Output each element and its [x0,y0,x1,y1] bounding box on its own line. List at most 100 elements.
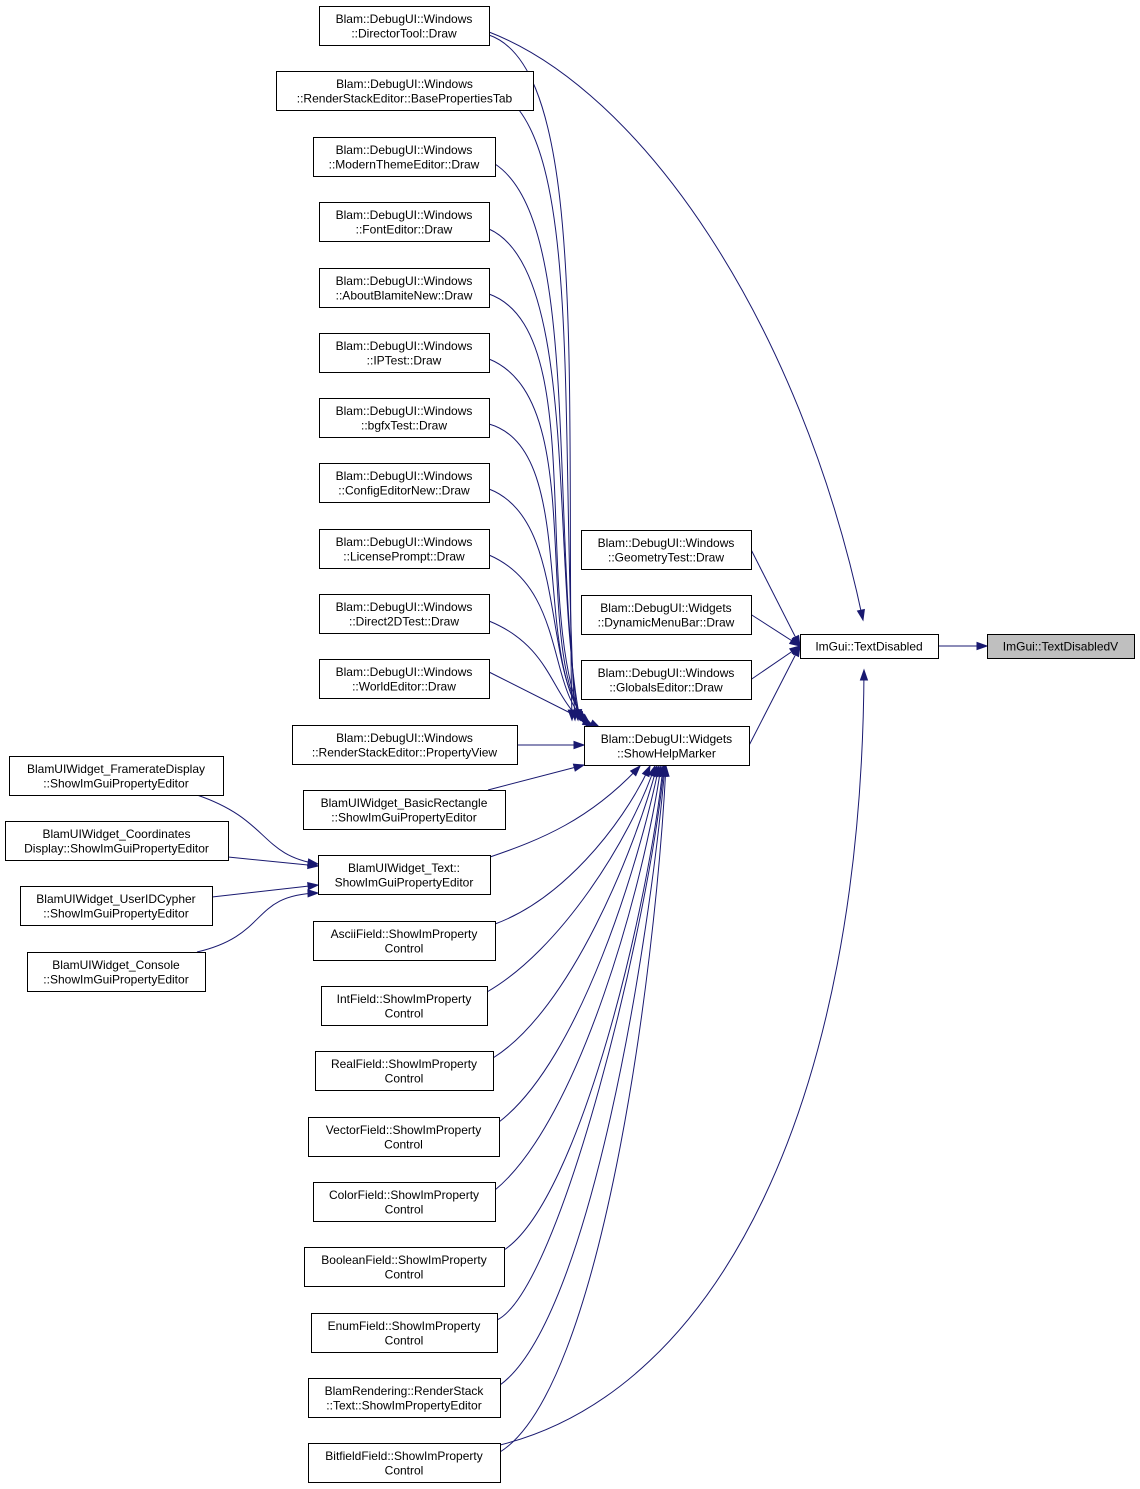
edge-line [488,293,584,723]
node-configeditornew[interactable]: Blam::DebugUI::Windows::ConfigEditorNew:… [319,463,490,503]
node-direct2dtest[interactable]: Blam::DebugUI::Windows::Direct2DTest::Dr… [319,594,490,634]
edge-asciifield-to-showhelpmarker [494,764,651,925]
node-label: ::ModernThemeEditor::Draw [329,157,480,171]
node-label: BitfieldField::ShowImProperty [325,1449,482,1463]
node-label: ::FontEditor::Draw [356,222,453,236]
node-label: Control [385,1202,424,1216]
node-box [315,1051,494,1091]
arrowhead-icon [629,764,642,777]
edge-line [494,765,662,1191]
node-basepropertiestab[interactable]: Blam::DebugUI::Windows::RenderStackEdito… [276,71,534,111]
edge-widgettext-to-showhelpmarker [489,764,642,858]
node-box [27,952,206,992]
node-aboutblamitenew[interactable]: Blam::DebugUI::Windows::AboutBlamiteNew:… [319,268,490,308]
node-label: Blam::DebugUI::Windows [336,208,473,222]
node-dynamicmenubar[interactable]: Blam::DebugUI::Widgets::DynamicMenuBar::… [581,595,752,635]
node-label: Blam::DebugUI::Windows [336,274,473,288]
edge-line [492,765,658,1059]
node-label: ::IPTest::Draw [367,353,442,367]
edge-line [498,765,660,1123]
node-box [318,855,491,895]
edge-dynamicmenubar-to-textdisabled [750,614,802,647]
node-label: BooleanField::ShowImProperty [321,1253,486,1267]
node-label: ImGui::TextDisabledV [1003,640,1118,654]
node-textdisabledv[interactable]: ImGui::TextDisabledV [987,634,1135,659]
edge-line [488,31,864,621]
node-box [311,1313,498,1353]
node-label: Blam::DebugUI::Widgets [601,732,732,746]
node-globalseditor[interactable]: Blam::DebugUI::Windows::GlobalsEditor::D… [581,660,752,700]
edge-globalseditor-to-textdisabled [750,645,802,680]
node-showhelpmarker[interactable]: Blam::DebugUI::Widgets::ShowHelpMarker [584,726,750,766]
node-box [319,333,490,373]
node-iptest[interactable]: Blam::DebugUI::Windows::IPTest::Draw [319,333,490,373]
node-renderstacktext[interactable]: BlamRendering::RenderStack::Text::ShowIm… [308,1378,501,1418]
edge-line [488,228,581,721]
node-label: Control [384,1137,423,1151]
node-useridcypher[interactable]: BlamUIWidget_UserIDCypher::ShowImGuiProp… [20,886,213,926]
edge-line [488,554,594,727]
node-label: ::DirectorTool::Draw [351,26,457,40]
node-label: BlamRendering::RenderStack [325,1384,485,1398]
node-box [308,1443,501,1483]
node-label: ColorField::ShowImProperty [329,1188,479,1202]
edge-bitfieldfield-to-showhelpmarker [499,764,670,1453]
node-box [581,660,752,700]
edge-realfield-to-showhelpmarker [492,764,659,1059]
node-licenseprompt[interactable]: Blam::DebugUI::Windows::LicensePrompt::D… [319,529,490,569]
arrowhead-icon [573,740,586,750]
node-label: BlamUIWidget_Coordinates [42,827,190,841]
node-coordinatesdisplay[interactable]: BlamUIWidget_CoordinatesDisplay::ShowImG… [5,821,229,861]
arrowhead-icon [307,889,320,898]
node-basicrectangle[interactable]: BlamUIWidget_BasicRectangle::ShowImGuiPr… [303,790,506,830]
node-directortool[interactable]: Blam::DebugUI::Windows::DirectorTool::Dr… [319,6,490,46]
edge-enumfield-to-showhelpmarker [496,764,668,1321]
node-label: Blam::DebugUI::Windows [336,143,473,157]
arrowhead-icon [788,645,802,656]
node-box [581,595,752,635]
node-bgfxtest[interactable]: Blam::DebugUI::Windows::bgfxTest::Draw [319,398,490,438]
node-widgetconsole[interactable]: BlamUIWidget_Console::ShowImGuiPropertyE… [27,952,206,992]
node-label: ::AboutBlamiteNew::Draw [336,288,473,302]
node-textdisabled[interactable]: ImGui::TextDisabled [800,634,939,659]
node-label: RealField::ShowImProperty [331,1057,477,1071]
edge-geometrytest-to-textdisabled [750,549,801,648]
edge-directortool-to-showhelpmarker [488,34,576,722]
edge-textdisabled-to-textdisabledv [938,641,989,651]
node-box [313,1182,496,1222]
node-label: Blam::DebugUI::Windows [336,731,473,745]
edge-useridcypher-to-widgettext [211,882,320,898]
node-modernthemeeditor[interactable]: Blam::DebugUI::Windows::ModernThemeEdito… [313,137,496,177]
node-label: Control [385,941,424,955]
arrowhead-icon [976,641,989,651]
node-frameratedisplay[interactable]: BlamUIWidget_FramerateDisplay::ShowImGui… [9,756,224,796]
edge-line [488,620,597,729]
node-fonteditor[interactable]: Blam::DebugUI::Windows::FontEditor::Draw [319,202,490,242]
node-box [321,986,488,1026]
arrowhead-icon [788,636,802,647]
node-label: ::Direct2DTest::Draw [349,614,459,628]
node-label: AsciiField::ShowImProperty [331,927,478,941]
node-label: ::ShowImGuiPropertyEditor [331,810,476,824]
edge-line [750,549,801,647]
node-box [319,529,490,569]
node-label: VectorField::ShowImProperty [326,1123,481,1137]
node-label: Blam::DebugUI::Windows [598,666,735,680]
edge-widgetconsole-to-widgettext [196,889,320,953]
node-label: ::ShowHelpMarker [617,746,716,760]
node-widgettext[interactable]: BlamUIWidget_Text::ShowImGuiPropertyEdit… [318,855,491,895]
node-box [987,634,1135,659]
node-propertyview[interactable]: Blam::DebugUI::Windows::RenderStackEdito… [292,725,518,765]
node-geometrytest[interactable]: Blam::DebugUI::Windows::GeometryTest::Dr… [581,530,752,570]
node-worldeditor[interactable]: Blam::DebugUI::Windows::WorldEditor::Dra… [319,659,490,699]
edge-basicrectangle-to-showhelpmarker [487,763,586,791]
